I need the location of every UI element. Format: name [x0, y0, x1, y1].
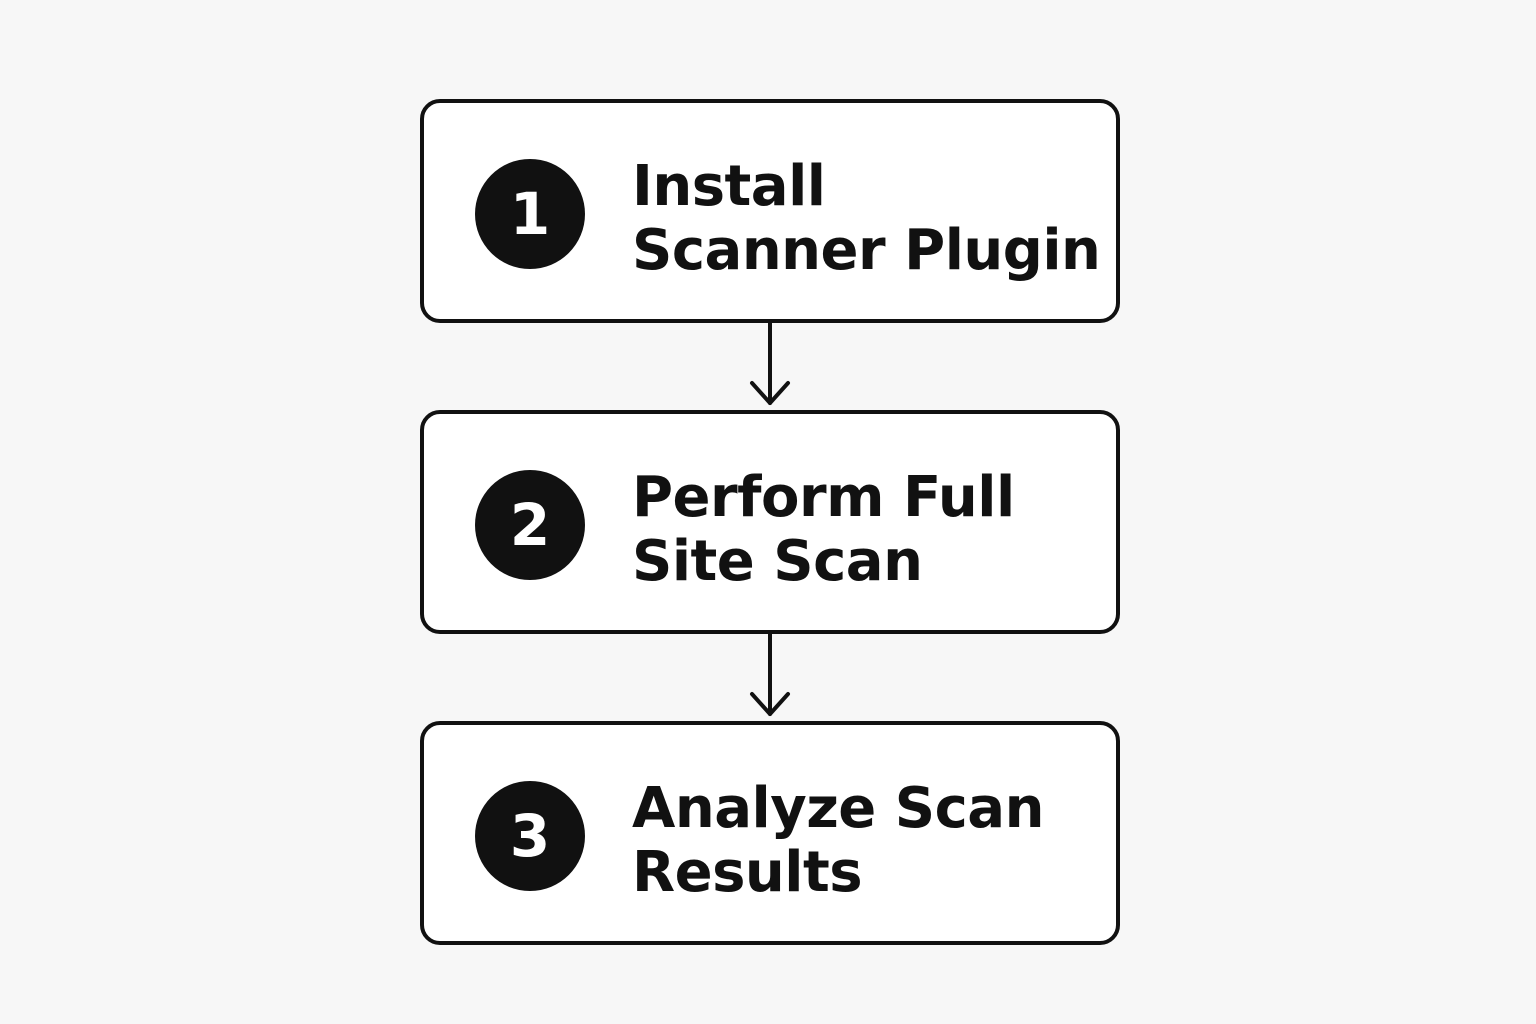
- step-title: Install Scanner Plugin: [632, 155, 1112, 283]
- step-title-line: Results: [632, 840, 863, 905]
- step-title-line: Perform Full: [632, 465, 1015, 530]
- step-title-line: Site Scan: [632, 529, 923, 594]
- down-arrow-icon: [750, 632, 790, 716]
- step-title-line: Install: [632, 154, 826, 219]
- step-number-badge: 1: [475, 159, 585, 269]
- step-title: Perform Full Site Scan: [632, 466, 1112, 594]
- step-number-badge: 3: [475, 781, 585, 891]
- step-box-analyze-scan-results: 3 Analyze Scan Results: [420, 721, 1120, 945]
- step-box-perform-full-site-scan: 2 Perform Full Site Scan: [420, 410, 1120, 634]
- step-number-badge: 2: [475, 470, 585, 580]
- down-arrow-icon: [750, 321, 790, 405]
- step-title-line: Scanner Plugin: [632, 218, 1101, 283]
- step-box-install-scanner-plugin: 1 Install Scanner Plugin: [420, 99, 1120, 323]
- step-title: Analyze Scan Results: [632, 777, 1112, 905]
- step-title-line: Analyze Scan: [632, 776, 1044, 841]
